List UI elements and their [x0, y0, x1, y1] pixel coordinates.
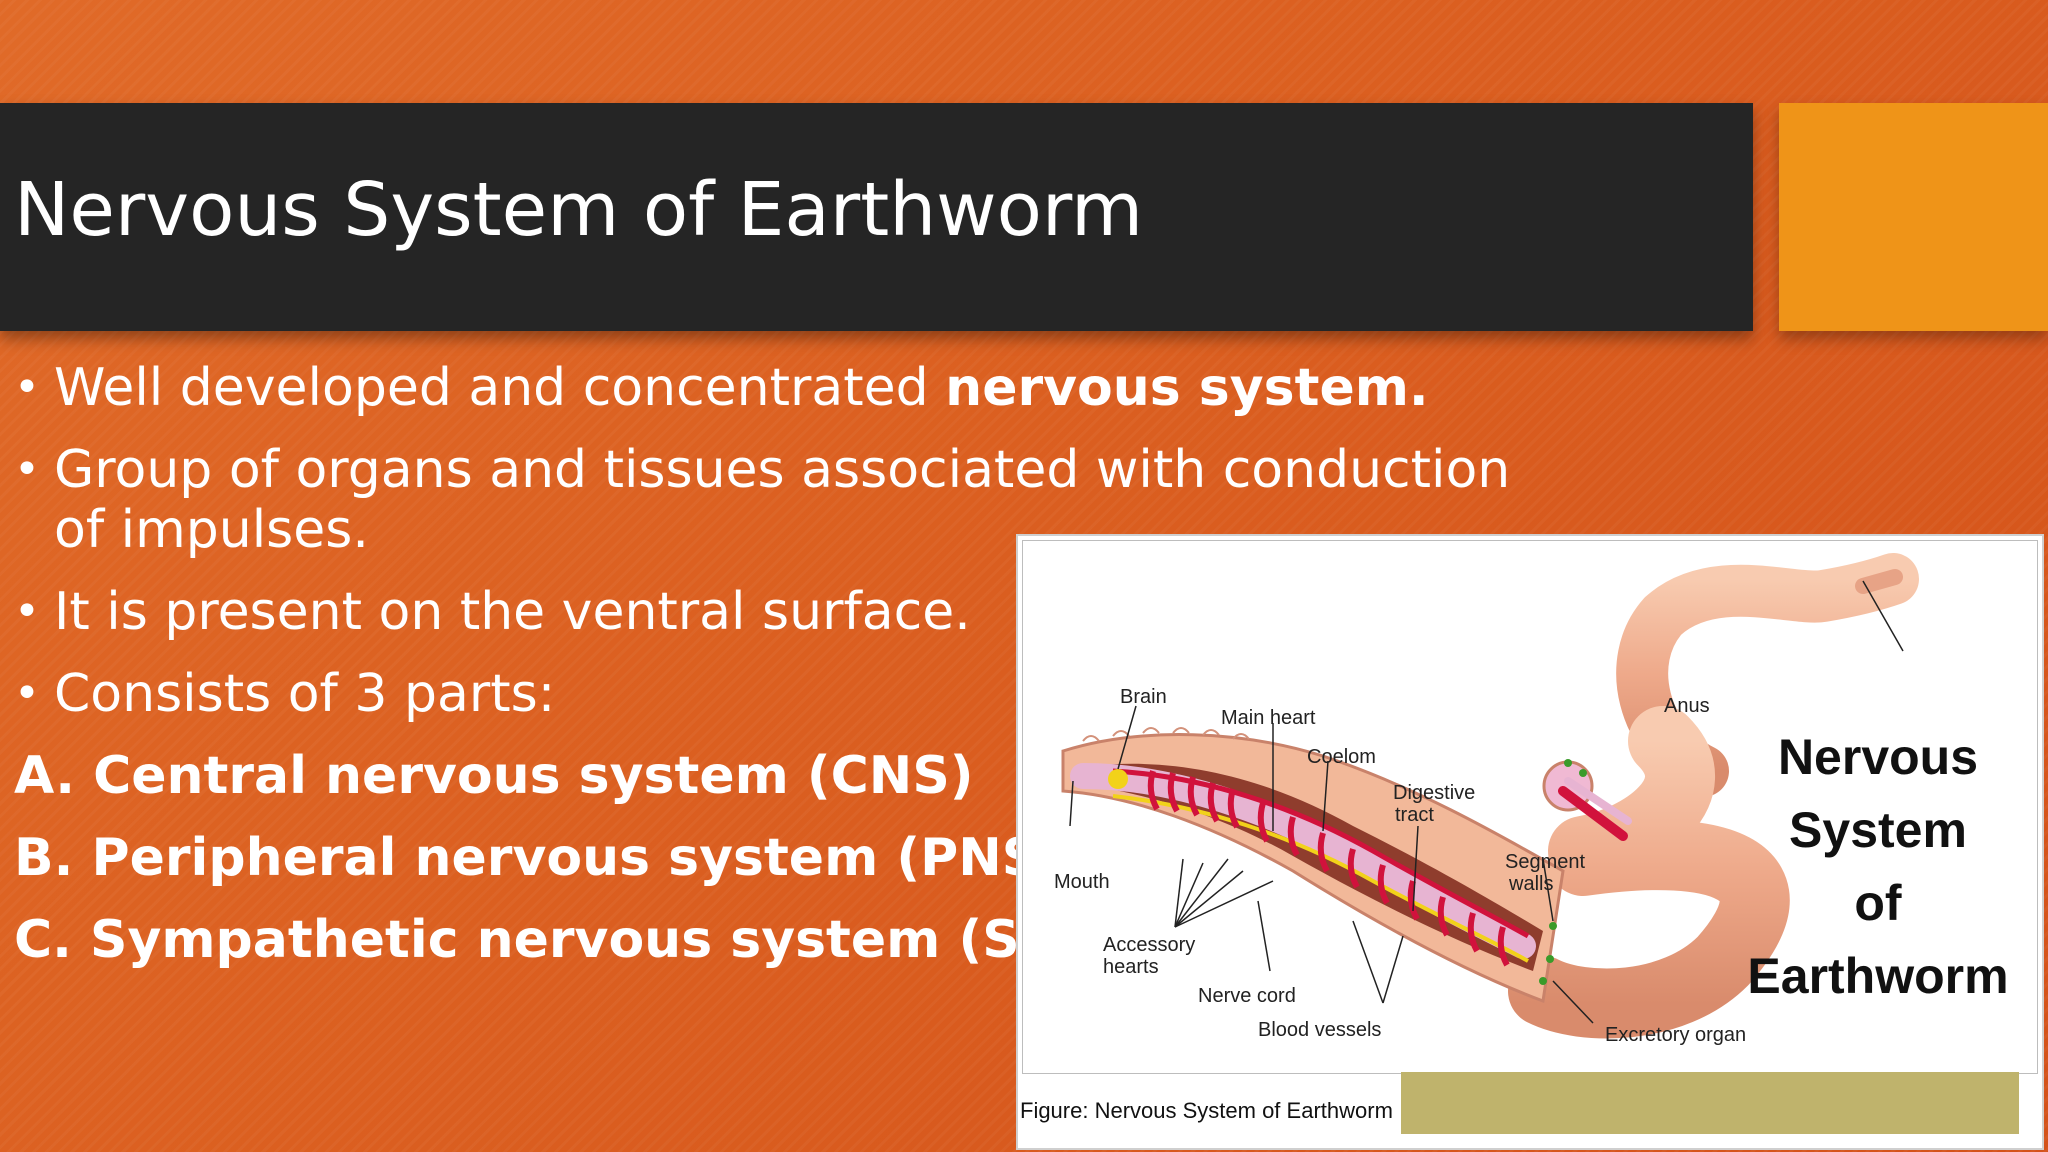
bullet-dot-icon: •	[14, 362, 40, 413]
figure-title-line: Earthworm	[1747, 948, 2009, 1004]
label-segment-walls-2: walls	[1509, 873, 1554, 895]
earthworm-illustration	[1061, 553, 1919, 1039]
figure-image-frame: Brain Main heart Coelom Digestive tract …	[1022, 540, 2038, 1074]
bullet-dot-icon: •	[14, 586, 40, 637]
brain-icon	[1108, 769, 1128, 789]
figure-title: Nervous System of Earthworm	[1723, 721, 2033, 1013]
bullet-dot-icon: •	[14, 444, 40, 495]
bullet-text: Consists of 3 parts:	[54, 664, 556, 724]
bullet-item: • It is present on the ventral surface.	[14, 582, 1534, 642]
bullet-dot-icon: •	[14, 668, 40, 719]
part-item-sns: C. Sympathetic nervous system (SNS)	[14, 910, 1125, 970]
bullet-text: It is present on the ventral surface.	[54, 582, 971, 642]
figure-title-line: Nervous	[1777, 729, 1979, 785]
bullet-item: • Group of organs and tissues associated…	[14, 440, 1524, 560]
figure-caption: Figure: Nervous System of Earthworm	[1020, 1098, 1393, 1123]
label-excretory-organ: Excretory organ	[1605, 1024, 1747, 1046]
label-blood-vessels: Blood vessels	[1258, 1019, 1382, 1041]
label-accessory-hearts: Accessory	[1103, 934, 1196, 956]
label-brain: Brain	[1120, 686, 1167, 708]
part-item-pns: B. Peripheral nervous system (PNS)	[14, 828, 1063, 888]
label-digestive-tract: Digestive	[1393, 782, 1476, 804]
earthworm-figure: Brain Main heart Coelom Digestive tract …	[1016, 534, 2044, 1150]
label-accessory-hearts-2: hearts	[1103, 956, 1159, 978]
title-bar: Nervous System of Earthworm	[0, 103, 1753, 331]
figure-title-line: of	[1854, 875, 1902, 931]
label-digestive-tract-2: tract	[1395, 804, 1434, 826]
slide-title: Nervous System of Earthworm	[14, 167, 1144, 253]
label-nerve-cord: Nerve cord	[1198, 985, 1296, 1007]
label-segment-walls: Segment	[1505, 851, 1586, 873]
label-coelom: Coelom	[1307, 746, 1376, 768]
bullet-item: • Well developed and concentrated nervou…	[14, 358, 1534, 418]
caption-highlight-box	[1401, 1072, 2019, 1134]
label-main-heart: Main heart	[1221, 707, 1316, 729]
label-mouth: Mouth	[1054, 871, 1110, 893]
bullet-text: Group of organs and tissues associated w…	[54, 440, 1511, 560]
part-item-cns: A. Central nervous system (CNS)	[14, 746, 974, 806]
bullet-list: • Well developed and concentrated nervou…	[14, 358, 1534, 992]
nerve-cord-line	[1112, 794, 1529, 963]
label-anus: Anus	[1664, 695, 1710, 717]
bullet-text: Well developed and concentrated	[54, 358, 946, 418]
worm-loop	[1508, 706, 1790, 1039]
digestive-tract	[1070, 763, 1536, 959]
bullet-bold-text: nervous system.	[945, 358, 1429, 418]
accent-square	[1779, 103, 2048, 331]
bullet-item: • Consists of 3 parts:	[14, 664, 1534, 724]
figure-title-line: System	[1789, 802, 1967, 858]
